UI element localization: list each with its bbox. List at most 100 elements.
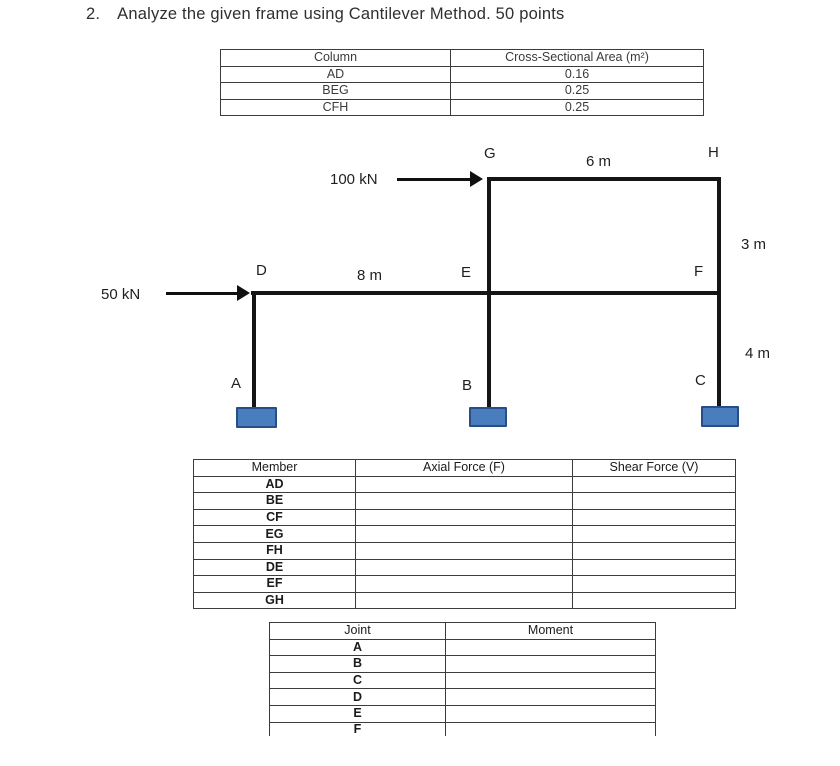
column-beg bbox=[487, 179, 491, 407]
member-cell: AD bbox=[193, 475, 356, 494]
joint-label-d: D bbox=[256, 262, 267, 279]
shear-empty-cell bbox=[572, 475, 736, 494]
member-cell: GH bbox=[193, 591, 356, 610]
column-cell: CFH bbox=[220, 98, 451, 117]
shear-empty-cell bbox=[572, 525, 736, 543]
fixed-support-a bbox=[236, 407, 277, 428]
axial-header-cell: Axial Force (F) bbox=[355, 459, 573, 477]
axial-empty-cell bbox=[355, 575, 573, 593]
column-cell: AD bbox=[220, 65, 451, 84]
moment-empty-cell bbox=[445, 671, 656, 690]
axial-empty-cell bbox=[355, 475, 573, 494]
fixed-support-c bbox=[701, 406, 739, 427]
joint-label-g: G bbox=[484, 145, 496, 162]
column-header-cell: Column bbox=[220, 49, 451, 67]
problem-number: 2. bbox=[86, 5, 101, 23]
area-header-cell: Cross-Sectional Area (m²) bbox=[450, 49, 704, 67]
table-header-row: Column Cross-Sectional Area (m²) bbox=[220, 49, 704, 67]
table-row: CF bbox=[193, 508, 736, 527]
arrow-head-icon bbox=[237, 285, 250, 301]
table-row: CFH 0.25 bbox=[220, 98, 704, 117]
table-header-row: Joint Moment bbox=[269, 622, 656, 640]
table-row: C bbox=[269, 671, 656, 690]
axial-empty-cell bbox=[355, 558, 573, 577]
table-row: DE bbox=[193, 558, 736, 577]
member-cell: BE bbox=[193, 492, 356, 510]
load-arrow-50kn bbox=[166, 285, 250, 301]
table-row: AD bbox=[193, 475, 736, 494]
moment-empty-cell bbox=[445, 721, 656, 736]
joint-cell: F bbox=[269, 721, 446, 736]
joint-cell: D bbox=[269, 688, 446, 706]
area-cell: 0.25 bbox=[450, 82, 704, 100]
member-cell: EF bbox=[193, 575, 356, 593]
shear-empty-cell bbox=[572, 492, 736, 510]
axial-empty-cell bbox=[355, 508, 573, 527]
axial-empty-cell bbox=[355, 541, 573, 560]
table-header-row: Member Axial Force (F) Shear Force (V) bbox=[193, 459, 736, 477]
table-row: B bbox=[269, 655, 656, 673]
joint-cell: C bbox=[269, 671, 446, 690]
shear-header-cell: Shear Force (V) bbox=[572, 459, 736, 477]
shear-empty-cell bbox=[572, 558, 736, 577]
column-cfh bbox=[717, 179, 721, 407]
table-row: E bbox=[269, 704, 656, 723]
table-row: AD 0.16 bbox=[220, 65, 704, 84]
joint-header-cell: Joint bbox=[269, 622, 446, 640]
member-cell: FH bbox=[193, 541, 356, 560]
beam-gh bbox=[487, 177, 721, 181]
column-ad bbox=[252, 293, 256, 407]
arrow-head-icon bbox=[470, 171, 483, 187]
area-table: Column Cross-Sectional Area (m²) AD 0.16… bbox=[220, 49, 704, 117]
arrow-shaft bbox=[397, 177, 471, 181]
joint-moment-table: Joint Moment A B C D E F bbox=[269, 622, 656, 736]
beam-def bbox=[251, 291, 720, 295]
arrow-shaft bbox=[166, 291, 238, 295]
joint-label-c: C bbox=[695, 372, 706, 389]
moment-empty-cell bbox=[445, 688, 656, 706]
joint-label-a: A bbox=[231, 375, 242, 392]
problem-title: 2. Analyze the given frame using Cantile… bbox=[86, 5, 564, 24]
table-row-cut: F bbox=[269, 721, 656, 736]
axial-empty-cell bbox=[355, 591, 573, 610]
shear-empty-cell bbox=[572, 591, 736, 610]
load-label-100kn: 100 kN bbox=[330, 171, 378, 188]
moment-header-cell: Moment bbox=[445, 622, 656, 640]
area-cell: 0.16 bbox=[450, 65, 704, 84]
moment-empty-cell bbox=[445, 655, 656, 673]
table-row: BEG 0.25 bbox=[220, 82, 704, 100]
member-cell: DE bbox=[193, 558, 356, 577]
column-cell: BEG bbox=[220, 82, 451, 100]
table-row: FH bbox=[193, 541, 736, 560]
joint-cell: B bbox=[269, 655, 446, 673]
dimension-label-3m: 3 m bbox=[741, 236, 767, 253]
moment-empty-cell bbox=[445, 704, 656, 723]
table-row: EF bbox=[193, 575, 736, 593]
problem-title-text: Analyze the given frame using Cantilever… bbox=[117, 5, 565, 23]
load-label-50kn: 50 kN bbox=[101, 286, 141, 303]
fixed-support-b bbox=[469, 407, 507, 427]
table-row: D bbox=[269, 688, 656, 706]
table-row: A bbox=[269, 638, 656, 657]
member-force-table: Member Axial Force (F) Shear Force (V) A… bbox=[193, 459, 736, 610]
table-row: EG bbox=[193, 525, 736, 543]
member-cell: EG bbox=[193, 525, 356, 543]
joint-cell: A bbox=[269, 638, 446, 657]
joint-cell: E bbox=[269, 704, 446, 723]
dimension-label-8m: 8 m bbox=[357, 267, 383, 284]
member-cell: CF bbox=[193, 508, 356, 527]
table-row: BE bbox=[193, 492, 736, 510]
moment-empty-cell bbox=[445, 638, 656, 657]
joint-label-b: B bbox=[462, 377, 473, 394]
load-arrow-100kn bbox=[397, 171, 483, 187]
axial-empty-cell bbox=[355, 525, 573, 543]
member-header-cell: Member bbox=[193, 459, 356, 477]
joint-label-e: E bbox=[461, 264, 472, 281]
axial-empty-cell bbox=[355, 492, 573, 510]
joint-label-h: H bbox=[708, 144, 719, 161]
shear-empty-cell bbox=[572, 541, 736, 560]
joint-label-f: F bbox=[694, 263, 704, 280]
shear-empty-cell bbox=[572, 508, 736, 527]
table-row: GH bbox=[193, 591, 736, 610]
